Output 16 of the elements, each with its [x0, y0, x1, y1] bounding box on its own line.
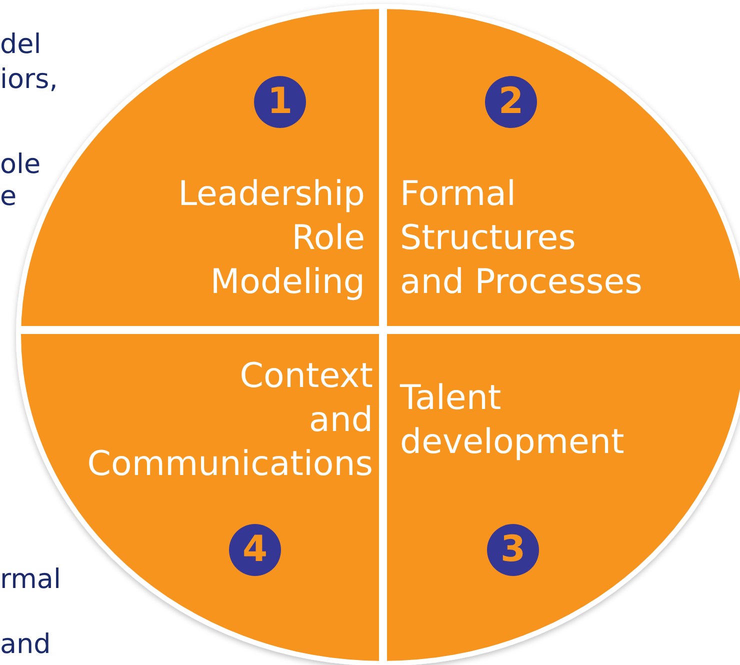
side-text: e — [0, 182, 17, 212]
quadrant-title: Context and Communications — [87, 355, 373, 486]
quadrant-title: Talent development — [400, 377, 624, 464]
side-text: iors, — [0, 65, 58, 95]
number-badge: 4 — [229, 524, 281, 576]
quadrant-segment — [387, 334, 740, 662]
number-badge: 2 — [485, 76, 537, 128]
side-text: rmal — [0, 565, 61, 595]
number-badge: 3 — [487, 524, 539, 576]
number-badge: 1 — [254, 76, 306, 128]
quadrant-title: Leadership Role Modeling — [178, 173, 365, 304]
quadrant-segment — [387, 9, 740, 326]
quadrant-title: Formal Structures and Processes — [400, 173, 642, 304]
side-text: and — [0, 630, 51, 660]
side-text: del — [0, 30, 42, 60]
side-text: ole — [0, 150, 41, 180]
